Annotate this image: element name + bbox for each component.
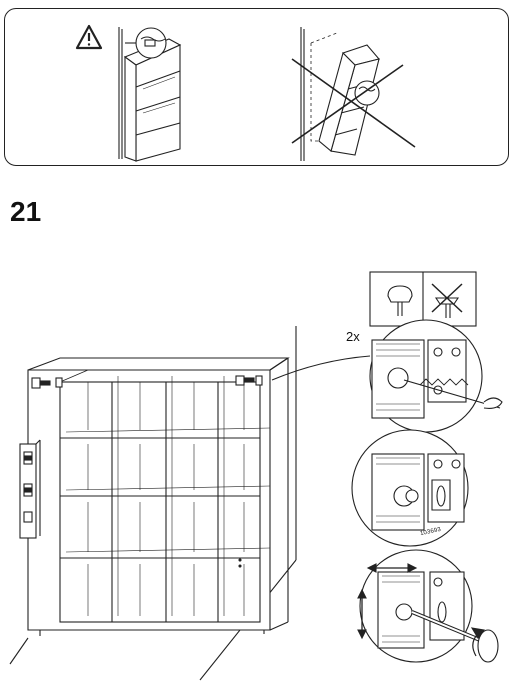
warning-illustration xyxy=(75,24,416,162)
rotate-clockwise-arrow-icon xyxy=(470,627,499,663)
detail-circle-screw-insertion xyxy=(369,319,503,433)
anchored-shelf-correct xyxy=(118,27,182,162)
detail-circle-adjust-tighten xyxy=(357,549,481,663)
wall-bracket-left xyxy=(31,377,63,389)
screw-quantity-label: 2x xyxy=(346,329,360,344)
wall-anchoring-warning-panel xyxy=(4,8,509,166)
step-number: 21 xyxy=(10,196,42,227)
wall-bracket-right xyxy=(235,375,263,386)
spirit-level xyxy=(19,439,41,539)
detail-circle-bracket-mounted xyxy=(351,429,469,547)
rounded-screw-head-icon xyxy=(387,285,413,316)
callout-leader xyxy=(271,355,371,381)
crossed-flat-screw-icon xyxy=(431,283,463,318)
warning-triangle-icon xyxy=(75,24,103,50)
unanchored-shelf-wrong xyxy=(291,27,416,161)
bookcase xyxy=(27,357,290,636)
screw-choice-box xyxy=(369,271,477,327)
